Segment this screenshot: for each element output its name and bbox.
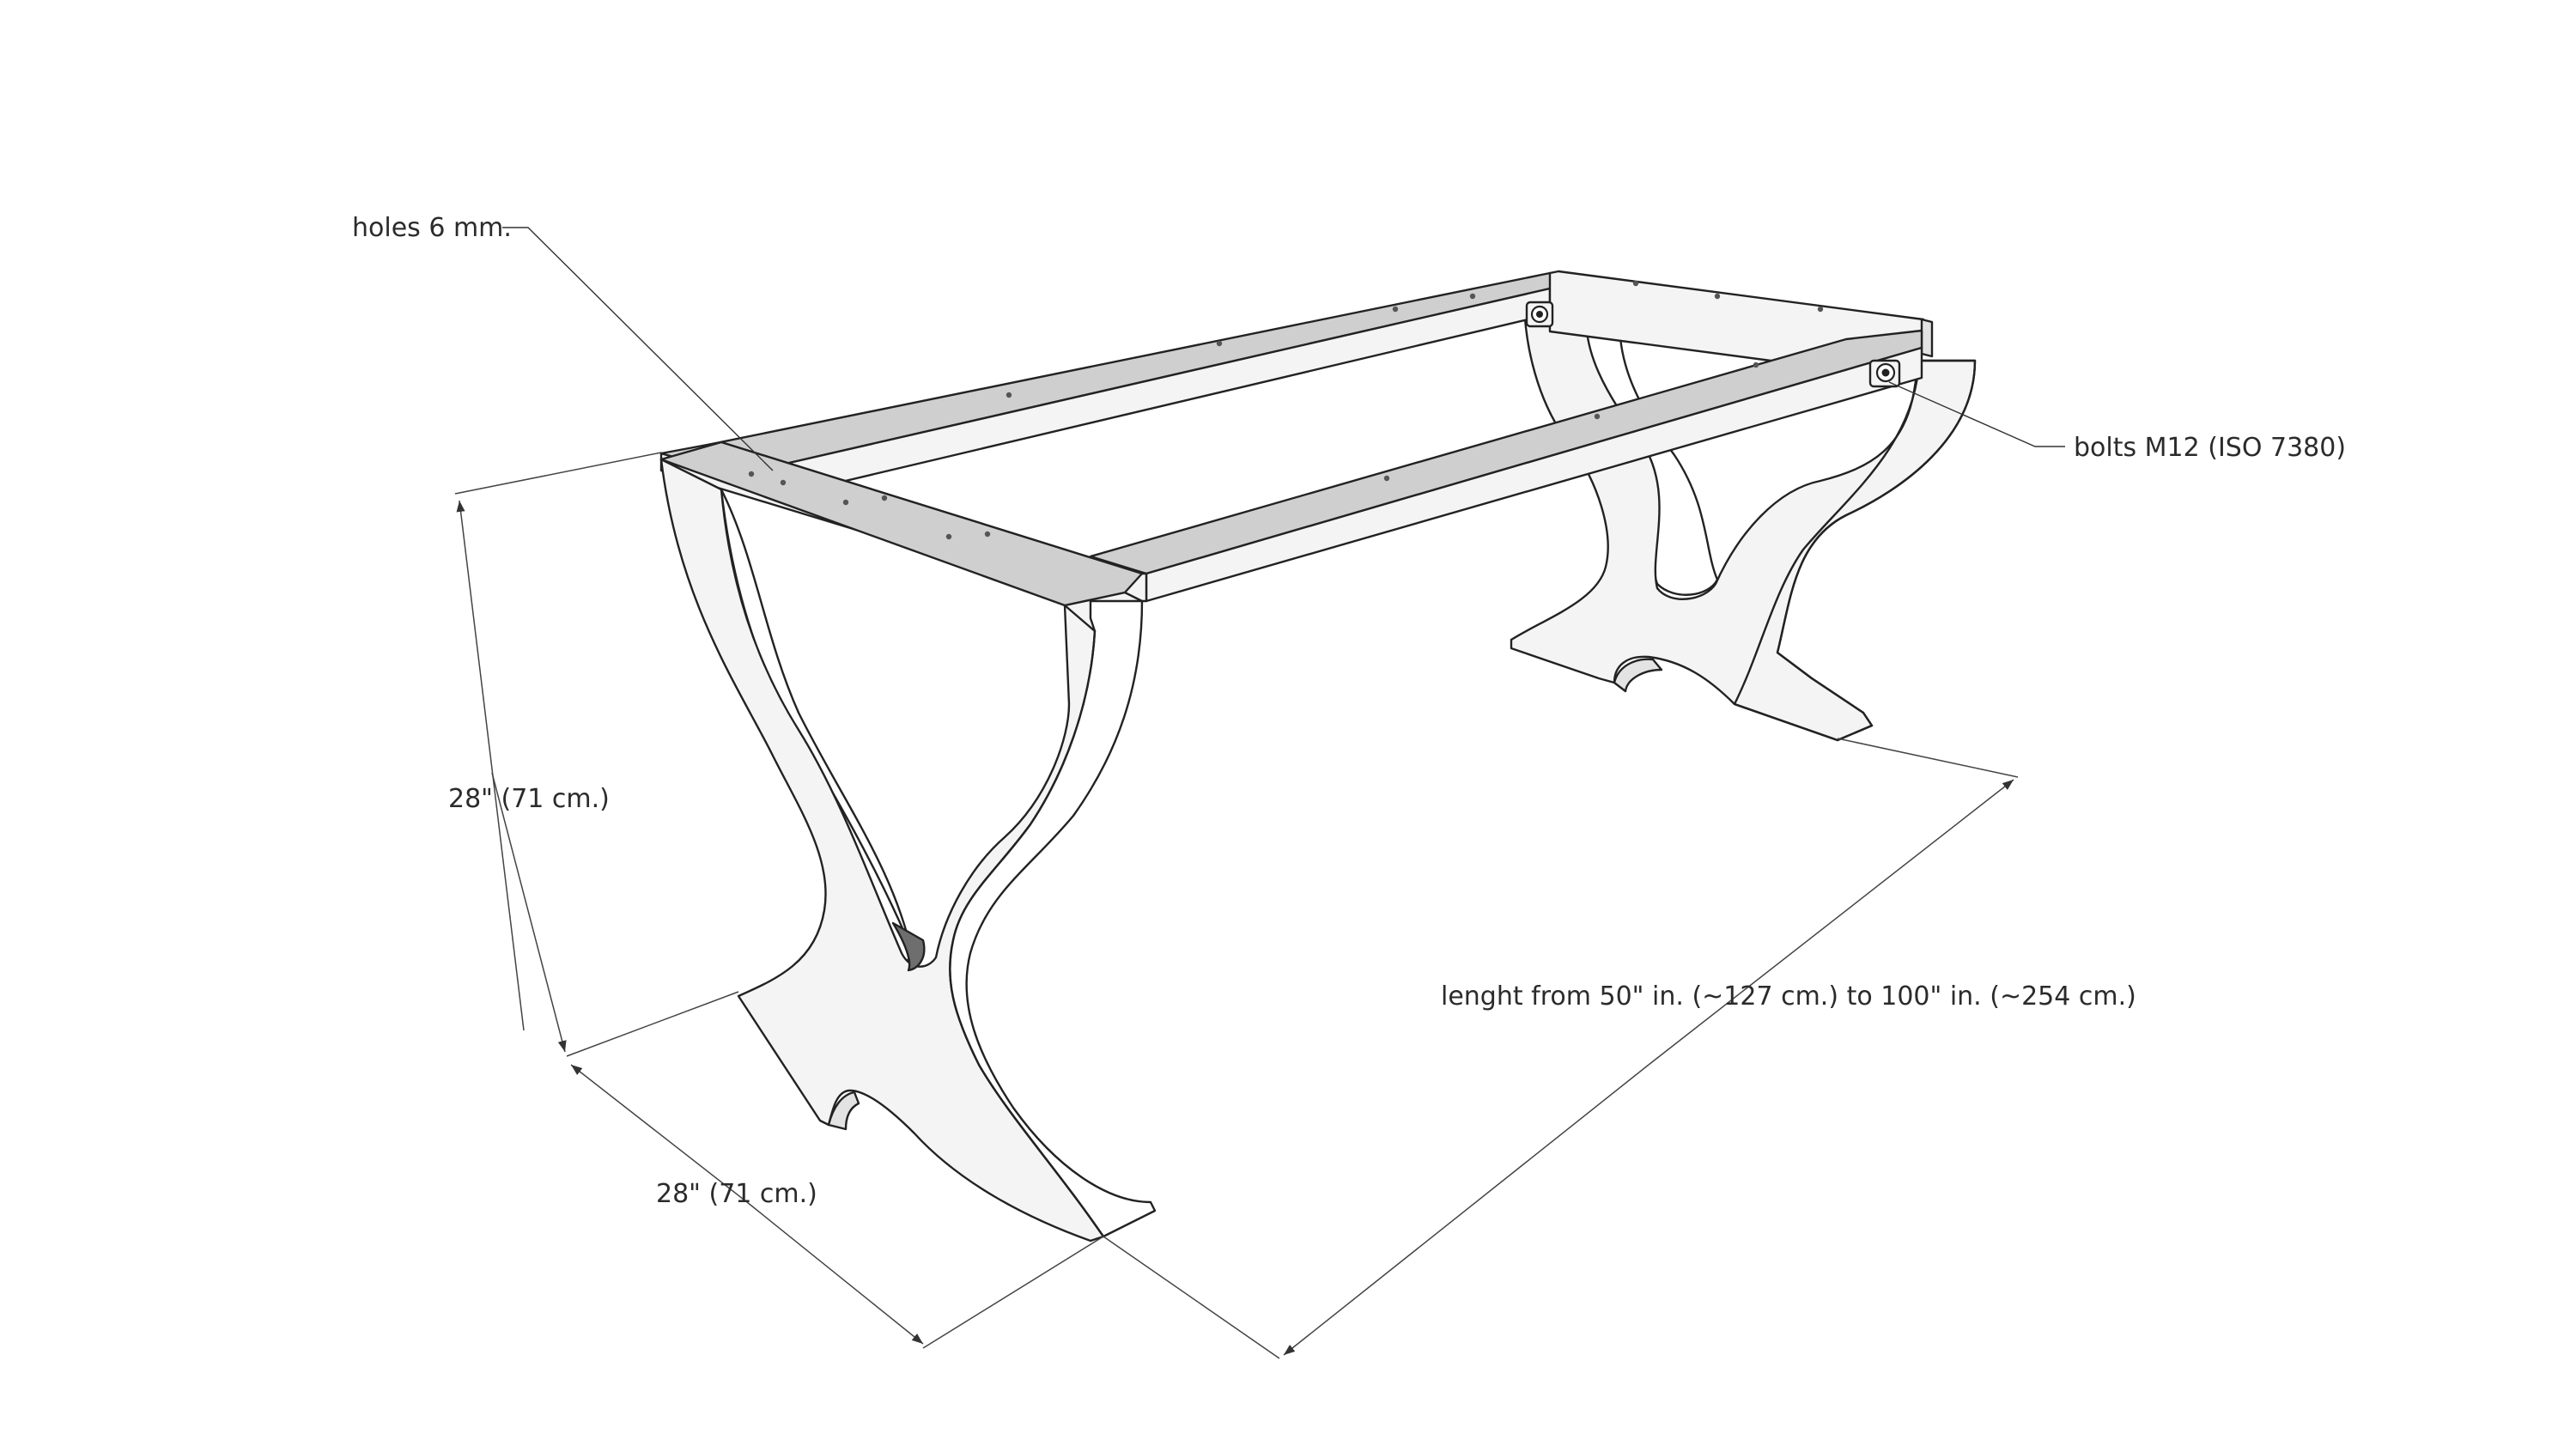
- bolt-back: [1525, 301, 1554, 328]
- bolts-label: bolts M12 (ISO 7380): [2074, 433, 2346, 463]
- height-label: 28" (71 cm.): [448, 784, 610, 814]
- height-dimension: [454, 452, 739, 1057]
- width-dimension: [570, 1064, 1104, 1349]
- holes: [748, 280, 1824, 540]
- holes-label: holes 6 mm.: [352, 213, 512, 243]
- width-label: 28" (71 cm.): [656, 1179, 817, 1209]
- holes-leader: [502, 227, 774, 471]
- bolt-front: [1868, 359, 1901, 388]
- front-leg: [659, 441, 1157, 1243]
- length-dimension: [1103, 738, 2019, 1359]
- bolts-leader: [1888, 381, 2065, 447]
- length-label: lenght from 50" in. (~127 cm.) to 100" i…: [1441, 981, 2136, 1012]
